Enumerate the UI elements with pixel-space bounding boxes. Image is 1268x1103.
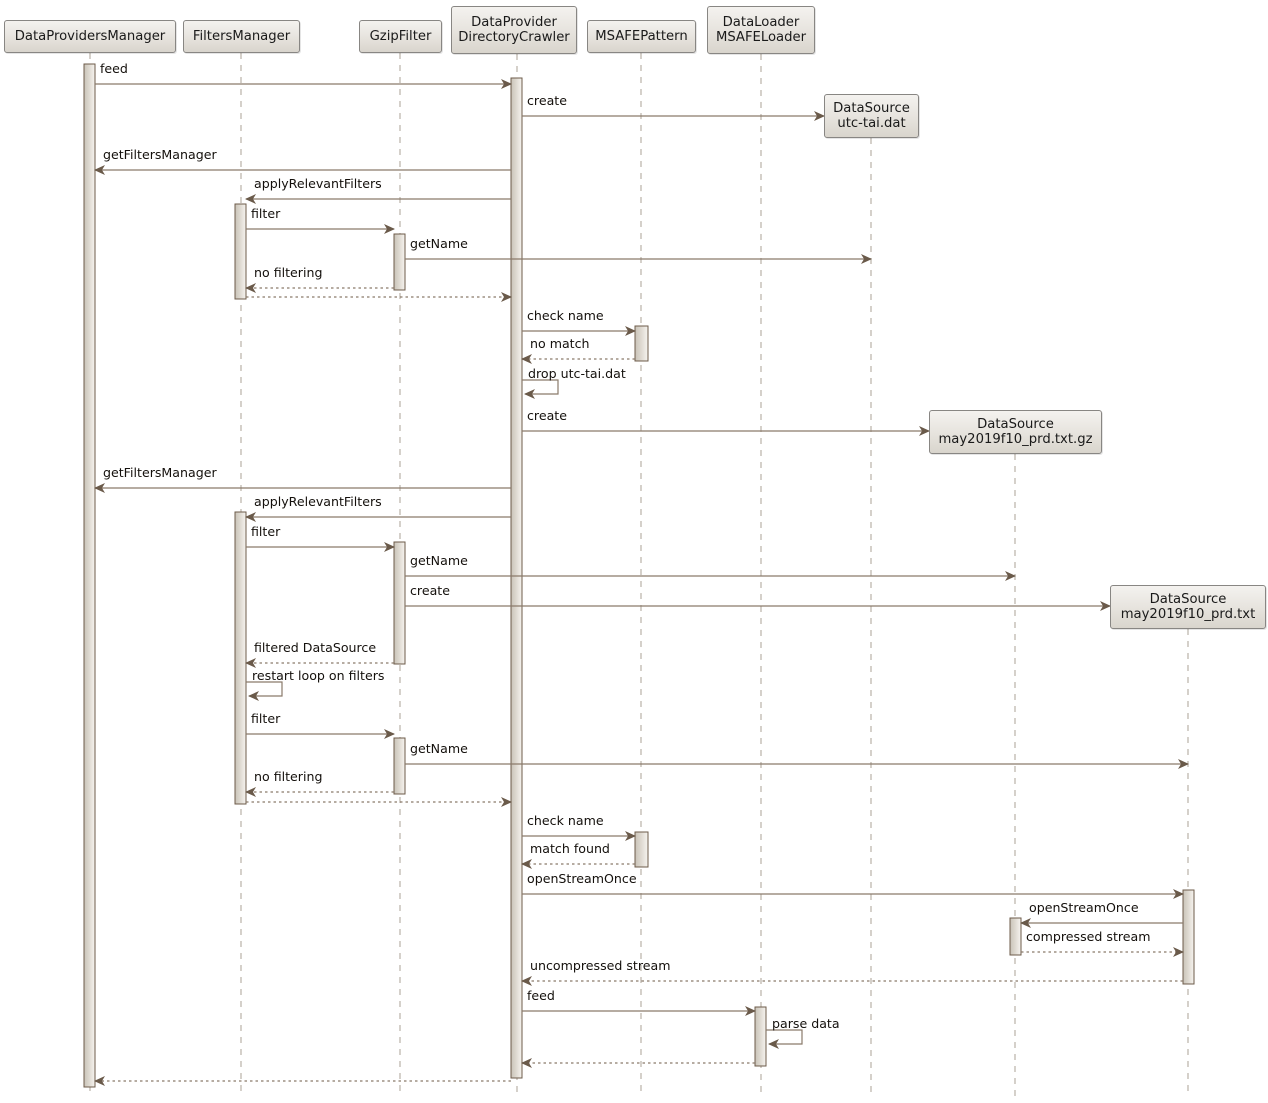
message-label-12: create [527,408,567,423]
activation-bar-ds3 [1182,889,1195,985]
message-label-26: openStreamOnce [527,871,637,886]
participant-label: DataLoader MSAFELoader [715,15,807,45]
participant-dl[interactable]: DataLoader MSAFELoader [707,6,815,54]
message-label-17: create [410,583,450,598]
participant-label: DataSource may2019f10_prd.txt.gz [938,417,1093,447]
message-label-28: compressed stream [1026,929,1151,944]
message-label-1: feed [100,61,128,76]
participant-label: DataProvider DirectoryCrawler [458,15,570,45]
activation-bar-dpm [83,63,96,1088]
activation-bar-dpdc [510,77,523,1079]
message-label-15: filter [251,524,281,539]
message-label-9: check name [527,308,604,323]
message-label-22: no filtering [254,769,323,784]
message-11-drop-utc-tai-dat [522,379,559,399]
activation-bar-gzip [393,233,406,291]
participant-dpdc[interactable]: DataProvider DirectoryCrawler [451,6,577,54]
message-label-14: applyRelevantFilters [254,494,382,509]
activation-bar-ds2 [1009,917,1022,956]
message-label-31: parse data [772,1016,840,1031]
activation-bar-fm [234,203,247,300]
activation-bar-pat [634,831,649,868]
message-label-19: restart loop on filters [252,668,385,683]
message-label-27: openStreamOnce [1029,900,1139,915]
message-label-18: filtered DataSource [254,640,377,655]
message-label-20: filter [251,711,281,726]
created-participant-ds3[interactable]: DataSource may2019f10_prd.txt [1110,585,1266,629]
participant-label: DataSource may2019f10_prd.txt [1120,592,1256,622]
participant-label: DataSource utc-tai.dat [833,101,910,131]
activation-bar-dl [754,1006,767,1067]
participant-pat[interactable]: MSAFEPattern [587,20,696,53]
message-label-2: create [527,93,567,108]
participant-label: FiltersManager [192,29,291,44]
message-label-6: getName [410,236,468,251]
activation-bar-pat [634,325,649,362]
message-31-parse-data [766,1029,803,1049]
message-label-3: getFiltersManager [103,147,217,162]
message-label-5: filter [251,206,281,221]
activation-bar-gzip [393,737,406,795]
message-label-4: applyRelevantFilters [254,176,382,191]
message-label-21: getName [410,741,468,756]
message-19-restart-loop-on-filters [246,681,283,701]
message-label-13: getFiltersManager [103,465,217,480]
message-label-7: no filtering [254,265,323,280]
participant-label: MSAFEPattern [595,29,688,44]
participant-fm[interactable]: FiltersManager [183,20,300,53]
participant-dpm[interactable]: DataProvidersManager [4,20,176,53]
message-label-24: check name [527,813,604,828]
created-participant-ds1[interactable]: DataSource utc-tai.dat [824,94,919,138]
message-label-29: uncompressed stream [530,958,671,973]
participant-label: DataProvidersManager [14,29,166,44]
message-label-30: feed [527,988,555,1003]
message-label-11: drop utc-tai.dat [528,366,626,381]
activation-bar-fm [234,511,247,805]
participant-gzip[interactable]: GzipFilter [359,20,442,53]
participant-label: GzipFilter [369,29,432,44]
message-label-16: getName [410,553,468,568]
message-label-10: no match [530,336,590,351]
activation-bar-gzip [393,541,406,665]
message-label-25: match found [530,841,610,856]
created-participant-ds2[interactable]: DataSource may2019f10_prd.txt.gz [929,410,1102,454]
